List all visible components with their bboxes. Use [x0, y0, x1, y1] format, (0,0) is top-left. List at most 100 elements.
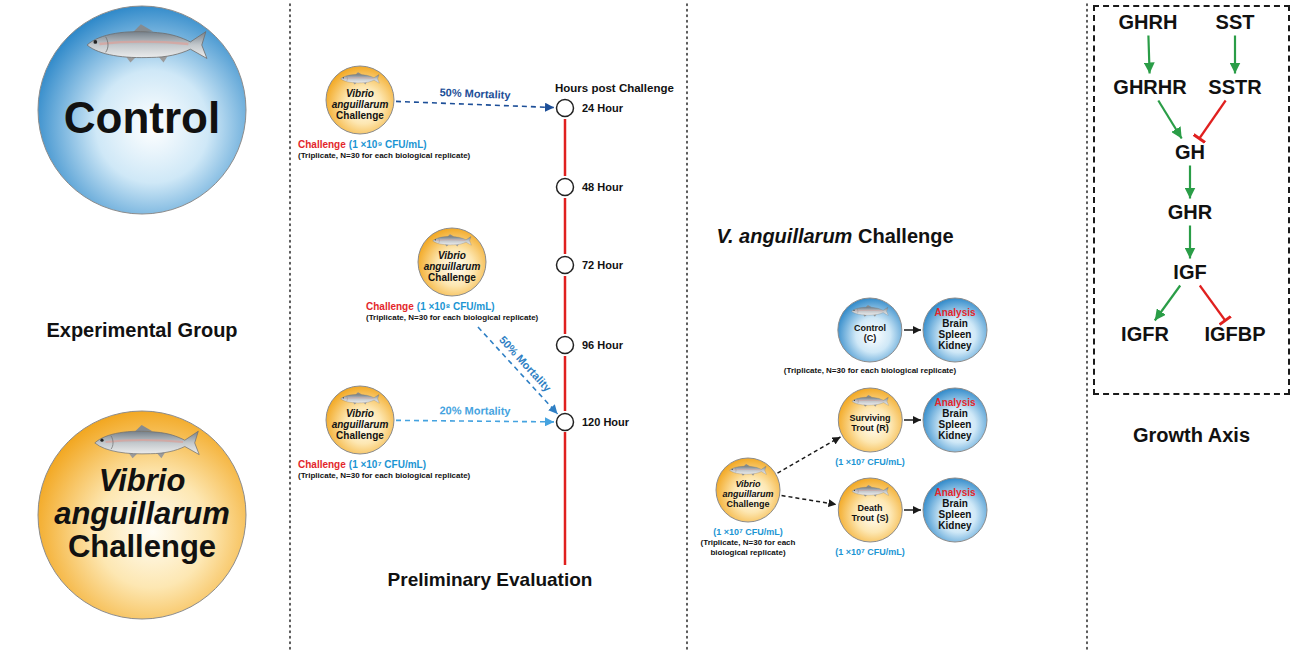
label-group: Experimental Group [46, 318, 237, 342]
node-text: (1 ×10⁷ CFU/mL) [713, 527, 782, 537]
timepoint-text: 48 Hour [582, 180, 623, 194]
node-text: GHRH [1119, 11, 1178, 33]
caption-block: (1 ×10⁷ CFU/mL) [835, 546, 904, 562]
node-text: Control (C) [854, 323, 886, 343]
arrow [904, 419, 921, 421]
edge-label: 50% Mortality [497, 333, 554, 393]
node-text: Brain Spleen Kidney [938, 498, 971, 531]
timepoint-circle: 120 Hour [555, 412, 575, 432]
node-text: Surviving Trout (R) [849, 413, 890, 433]
circle-text: Control (C) [847, 323, 893, 343]
hormone-node: IGFBP [1199, 321, 1270, 348]
trout-icon [341, 72, 380, 84]
node-text: Challenge [726, 499, 769, 509]
timeline-line [564, 198, 567, 254]
hormone-node: GHRHR [1108, 74, 1191, 101]
stimulation-arrow [1189, 166, 1191, 199]
panel-separator [289, 4, 291, 650]
stimulation-arrow [1158, 101, 1181, 139]
trout-icon [341, 392, 380, 404]
text-row: Analysis [931, 397, 979, 408]
text-row: Vibrio anguillarum [330, 408, 390, 430]
caption-block: (Triplicate, N=30 for each biological re… [784, 366, 956, 380]
circle-text: AnalysisBrain Spleen Kidney [931, 307, 979, 351]
text-row: (1 ×10⁷ CFU/mL) [835, 546, 904, 558]
circle-shape [38, 6, 246, 214]
node-text: (Triplicate, N=30 for each biological re… [298, 151, 470, 160]
text-row: Brain Spleen Kidney [931, 498, 979, 531]
timepoint-outline [555, 255, 575, 275]
circle-body: Vibrio anguillarumChallenge [325, 385, 395, 455]
node-text: Challenge [428, 272, 476, 283]
timepoint-outline [555, 335, 575, 355]
circle-body: Surviving Trout (R) [837, 387, 903, 453]
text-row: Challenge [422, 272, 482, 283]
text-row: Brain Spleen Kidney [931, 318, 979, 351]
challenge-circle: Vibrio anguillarumChallengeChallenge(1 ×… [366, 227, 538, 327]
label-group: Hours post Challenge [555, 81, 674, 95]
node-text: 72 Hour [582, 259, 623, 271]
node-text: Analysis [934, 307, 975, 318]
timeline-line [564, 432, 567, 565]
node-text: IGFR [1121, 323, 1169, 345]
circle-shape [838, 388, 902, 452]
text-row: Challenge(1 ×10⁸ CFU/mL) [366, 300, 538, 313]
dashed-arrow [777, 437, 840, 473]
node-text: Vibrio anguillarum [332, 88, 389, 110]
panel-label: V. anguillarum [716, 225, 852, 247]
node-text: (Triplicate, N=30 for each biological re… [784, 366, 956, 375]
circle-text: Vibrio anguillarumChallenge [330, 88, 390, 121]
challenge-circle: Vibrio anguillarumChallengeChallenge(1 ×… [298, 385, 470, 485]
timepoint-shape [557, 100, 574, 117]
panel-label: Experimental Group [46, 319, 237, 341]
text-row: 72 Hour [582, 258, 623, 272]
circle-body: Vibrio anguillarumChallenge [37, 410, 247, 620]
text-row: (Triplicate, N=30 for each biological re… [693, 538, 803, 558]
panel-separator [1086, 4, 1088, 650]
edge-label-holder: 50% Mortality [440, 87, 511, 103]
hormone-node: SSTR [1203, 74, 1266, 101]
text-row: Challenge [330, 110, 390, 121]
text-row: Analysis [931, 307, 979, 318]
stimulation-arrow [1155, 286, 1180, 321]
circle-body: Vibrio anguillarumChallenge [325, 65, 395, 135]
circle-shape [716, 458, 780, 522]
circle-shape [326, 386, 394, 454]
trout-icon [87, 24, 207, 62]
group-circle: Control [37, 5, 247, 215]
timepoint-text: 24 Hour [582, 101, 623, 115]
node-text: 120 Hour [582, 416, 629, 428]
label-group: V. anguillarumChallenge [716, 224, 953, 248]
timeline-line [564, 356, 567, 411]
circle-text: Control [44, 93, 240, 143]
hormone-node: IGF [1168, 259, 1211, 286]
text-row: Death Trout (S) [847, 503, 893, 523]
text-row: Brain Spleen Kidney [931, 408, 979, 441]
analysis-circle: AnalysisBrain Spleen Kidney [922, 477, 988, 543]
stimulation-arrow [1148, 36, 1149, 74]
circle-shape [38, 411, 246, 619]
node-text: Challenge [336, 110, 384, 121]
node-text: GH [1175, 141, 1205, 163]
circle-body: Control [37, 5, 247, 215]
edge-label: 20% Mortality [440, 404, 511, 417]
edge-label-holder: 50% Mortality [496, 333, 553, 394]
text-row: Vibrio anguillarum [330, 88, 390, 110]
circle-shape [923, 298, 987, 362]
timepoint-circle: 72 Hour [555, 255, 575, 275]
dashed-arrow [396, 420, 554, 422]
circle-body: Vibrio anguillarumChallenge [715, 457, 781, 523]
text-row: Challenge(1 ×10⁹ CFU/mL) [298, 138, 470, 151]
text-row: Challenge [330, 430, 390, 441]
node-text: (1 ×10⁸ CFU/mL) [417, 301, 495, 312]
node-text: Vibrio anguillarum [722, 479, 773, 499]
pathway-frame: GHRHSSTGHRHRSSTRGHGHRIGFIGFRIGFBPGrowth … [1093, 5, 1290, 395]
sample-circle: Surviving Trout (R) (1 ×10⁷ CFU/mL) [835, 387, 904, 472]
node-text: SSTR [1208, 76, 1261, 98]
label-group: Preliminary Evaluation [388, 568, 593, 591]
node-text: (1 ×10⁷ CFU/mL) [835, 457, 904, 467]
text-row: GHR [1168, 201, 1212, 224]
inhibition-line [1199, 101, 1225, 139]
